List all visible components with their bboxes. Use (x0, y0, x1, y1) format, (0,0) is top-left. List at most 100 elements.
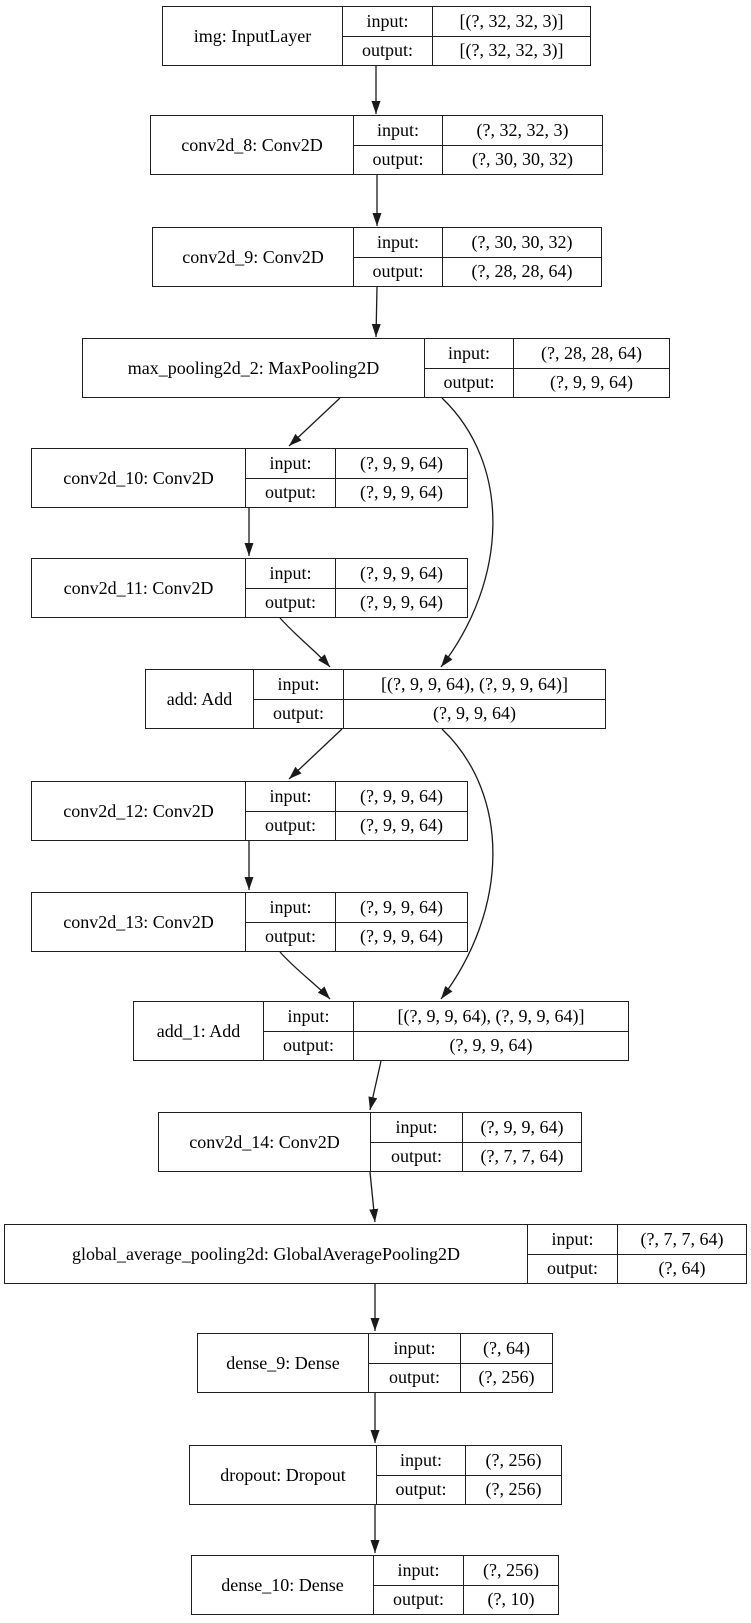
output-shape: (?, 256) (478, 1367, 535, 1388)
layer-name: global_average_pooling2d: GlobalAverageP… (5, 1225, 528, 1283)
output-label: output: (369, 1363, 461, 1392)
output-row: output: (?, 256) (369, 1363, 552, 1392)
output-row: output: (?, 28, 28, 64) (354, 257, 601, 286)
input-row: input: (?, 9, 9, 64) (246, 449, 467, 479)
output-label: output: (377, 1475, 466, 1504)
layer-name: conv2d_10: Conv2D (32, 449, 246, 507)
input-label: input: (354, 116, 443, 145)
output-row: output: (?, 9, 9, 64) (264, 1031, 628, 1060)
input-shape: (?, 28, 28, 64) (541, 342, 642, 363)
output-row: output: (?, 256) (377, 1475, 561, 1504)
layer-name: conv2d_11: Conv2D (32, 559, 246, 617)
output-shape: (?, 9, 9, 64) (433, 703, 516, 724)
layer-io-table: input: (?, 9, 9, 64) output: (?, 9, 9, 6… (246, 559, 467, 617)
input-shape: [(?, 9, 9, 64), (?, 9, 9, 64)] (397, 1005, 585, 1026)
output-label: output: (343, 36, 433, 65)
layer-io-table: input: (?, 32, 32, 3) output: (?, 30, 30… (354, 116, 602, 174)
input-label: input: (246, 782, 336, 811)
edge-add-conv2d_12 (288, 728, 343, 780)
input-row: input: (?, 32, 32, 3) (354, 116, 602, 146)
layer-node-conv2d_8: conv2d_8: Conv2D input: (?, 32, 32, 3) o… (150, 115, 603, 175)
input-row: input: (?, 28, 28, 64) (425, 339, 669, 369)
layer-io-table: input: (?, 9, 9, 64) output: (?, 7, 7, 6… (371, 1113, 581, 1171)
layer-node-max_pooling2d_2: max_pooling2d_2: MaxPooling2D input: (?,… (82, 338, 670, 398)
layer-node-img: img: InputLayer input: [(?, 32, 32, 3)] … (162, 6, 591, 66)
layer-io-table: input: (?, 9, 9, 64) output: (?, 9, 9, 6… (246, 893, 467, 951)
output-shape: (?, 64) (658, 1258, 706, 1279)
layer-node-conv2d_14: conv2d_14: Conv2D input: (?, 9, 9, 64) o… (158, 1112, 582, 1172)
output-shape: (?, 30, 30, 32) (472, 149, 573, 170)
output-row: output: (?, 9, 9, 64) (246, 478, 467, 507)
output-label: output: (528, 1254, 618, 1283)
output-label: output: (371, 1142, 463, 1171)
layer-io-table: input: [(?, 32, 32, 3)] output: [(?, 32,… (343, 7, 590, 65)
input-row: input: (?, 64) (369, 1334, 552, 1364)
layer-io-table: input: (?, 64) output: (?, 256) (369, 1334, 552, 1392)
output-shape: (?, 7, 7, 64) (480, 1146, 564, 1167)
input-row: input: (?, 256) (374, 1556, 558, 1586)
edge-conv2d_11-add (279, 617, 331, 668)
layer-name: conv2d_8: Conv2D (151, 116, 354, 174)
output-shape: (?, 9, 9, 64) (449, 1035, 533, 1056)
output-shape: [(?, 32, 32, 3)] (459, 40, 564, 61)
input-shape: (?, 256) (485, 1449, 542, 1470)
layer-name: conv2d_13: Conv2D (32, 893, 246, 951)
layer-io-table: input: (?, 28, 28, 64) output: (?, 9, 9,… (425, 339, 669, 397)
output-row: output: (?, 64) (528, 1254, 746, 1283)
input-shape: (?, 7, 7, 64) (640, 1228, 724, 1249)
input-label: input: (354, 228, 443, 257)
input-label: input: (254, 670, 344, 699)
output-row: output: (?, 30, 30, 32) (354, 145, 602, 174)
layer-io-table: input: (?, 256) output: (?, 10) (374, 1556, 558, 1614)
input-label: input: (377, 1446, 466, 1475)
edge-add_1-conv2d_14 (368, 1060, 382, 1111)
layer-name: max_pooling2d_2: MaxPooling2D (83, 339, 425, 397)
output-shape: (?, 28, 28, 64) (471, 261, 573, 282)
edge-conv2d_9-max_pooling2d_2 (371, 286, 381, 338)
input-row: input: (?, 9, 9, 64) (371, 1113, 581, 1143)
output-shape: (?, 10) (487, 1589, 535, 1610)
input-label: input: (528, 1225, 618, 1254)
layer-node-conv2d_10: conv2d_10: Conv2D input: (?, 9, 9, 64) o… (31, 448, 468, 508)
layer-name: conv2d_9: Conv2D (153, 228, 354, 286)
output-label: output: (246, 922, 336, 951)
layer-node-conv2d_13: conv2d_13: Conv2D input: (?, 9, 9, 64) o… (31, 892, 468, 952)
input-shape: (?, 9, 9, 64) (360, 452, 443, 473)
input-row: input: [(?, 32, 32, 3)] (343, 7, 590, 37)
output-row: output: (?, 10) (374, 1585, 558, 1614)
input-label: input: (369, 1334, 461, 1363)
layer-node-add: add: Add input: [(?, 9, 9, 64), (?, 9, 9… (145, 669, 606, 729)
layer-io-table: input: (?, 30, 30, 32) output: (?, 28, 2… (354, 228, 601, 286)
output-row: output: (?, 7, 7, 64) (371, 1142, 581, 1171)
layer-name: add_1: Add (134, 1002, 264, 1060)
layer-node-conv2d_9: conv2d_9: Conv2D input: (?, 30, 30, 32) … (152, 227, 602, 287)
input-shape: (?, 32, 32, 3) (476, 119, 569, 140)
input-shape: (?, 9, 9, 64) (360, 562, 443, 583)
layer-node-dense_10: dense_10: Dense input: (?, 256) output: … (191, 1555, 559, 1615)
input-shape: (?, 256) (483, 1559, 539, 1580)
output-shape: (?, 9, 9, 64) (550, 372, 633, 393)
output-label: output: (425, 368, 514, 397)
layer-io-table: input: [(?, 9, 9, 64), (?, 9, 9, 64)] ou… (254, 670, 605, 728)
layer-io-table: input: (?, 9, 9, 64) output: (?, 9, 9, 6… (246, 449, 467, 507)
input-label: input: (371, 1113, 463, 1142)
input-row: input: (?, 7, 7, 64) (528, 1225, 746, 1255)
output-label: output: (254, 699, 344, 728)
input-row: input: [(?, 9, 9, 64), (?, 9, 9, 64)] (264, 1002, 628, 1032)
layer-io-table: input: [(?, 9, 9, 64), (?, 9, 9, 64)] ou… (264, 1002, 628, 1060)
input-shape: [(?, 32, 32, 3)] (459, 10, 564, 31)
input-label: input: (343, 7, 433, 36)
input-row: input: (?, 256) (377, 1446, 561, 1476)
input-label: input: (374, 1556, 464, 1585)
output-label: output: (246, 588, 336, 617)
layer-name: dense_10: Dense (192, 1556, 374, 1614)
input-label: input: (425, 339, 514, 368)
output-label: output: (354, 257, 443, 286)
input-shape: (?, 9, 9, 64) (480, 1116, 564, 1137)
input-row: input: (?, 9, 9, 64) (246, 782, 467, 812)
layer-io-table: input: (?, 7, 7, 64) output: (?, 64) (528, 1225, 746, 1283)
output-shape: (?, 9, 9, 64) (360, 815, 443, 836)
input-label: input: (246, 449, 336, 478)
output-shape: (?, 9, 9, 64) (360, 592, 443, 613)
